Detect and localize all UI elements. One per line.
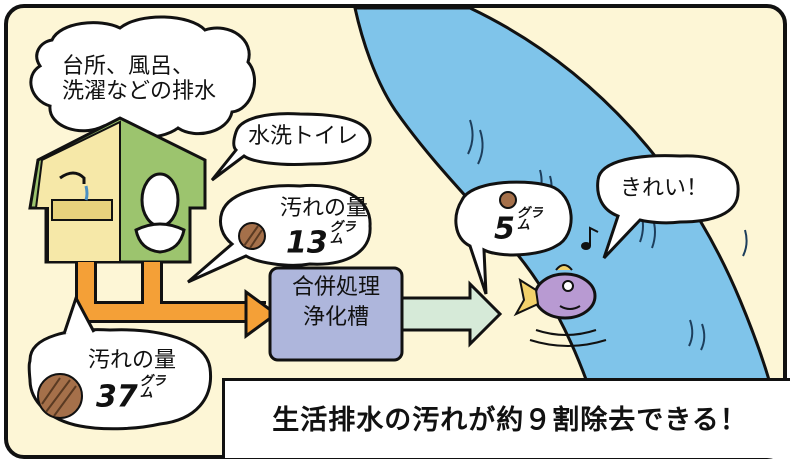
dirt-ball-large <box>37 373 83 419</box>
drain-pipe <box>75 262 279 339</box>
clean-bubble-text: きれい！ <box>620 176 709 201</box>
amount-bubble-small <box>187 183 372 284</box>
septic-tank-label: 合併処理 浄化槽 <box>268 273 404 332</box>
amount-large-number: 37 <box>96 379 138 415</box>
amount-after-unit-bottom: ム <box>516 217 530 233</box>
amount-large-unit-bottom: ム <box>139 385 153 401</box>
amount-small-unit-top: グラ <box>329 220 356 235</box>
tank-line-2: 浄化槽 <box>302 304 369 330</box>
house <box>28 116 207 264</box>
clean-bubble <box>596 154 740 260</box>
summary-text: 生活排水の汚れが約９割除去できる！ <box>272 405 748 436</box>
amount-small-number: 13 <box>286 225 328 261</box>
amount-large-unit-top: グラ <box>139 374 166 389</box>
toilet-bubble <box>210 112 372 182</box>
amount-small-unit-bottom: ム <box>329 231 343 247</box>
toilet-bubble-text: 水洗トイレ <box>248 124 359 149</box>
drainage-bubble-text: 台所、風呂、 洗濯などの排水 <box>62 54 216 105</box>
drainage-line-1: 台所、風呂、 <box>62 54 195 79</box>
amount-after-unit-top: グラ <box>516 206 543 221</box>
outflow-arrow <box>400 280 503 348</box>
tank-line-1: 合併処理 <box>291 275 380 300</box>
dirt-ball-small-hatch <box>243 225 263 249</box>
amount-after-number: 5 <box>494 211 515 247</box>
amount-bubble-after <box>454 180 573 295</box>
dirt-ball-large-hatch <box>41 377 77 417</box>
summary-box <box>222 378 790 458</box>
fish-icon <box>513 264 607 347</box>
dirt-ball-after <box>499 191 517 209</box>
amount-large-label: 汚れの量 <box>88 348 177 373</box>
drainage-line-2: 洗濯などの排水 <box>62 79 217 105</box>
amount-small-label: 汚れの量 <box>280 196 369 221</box>
amount-bubble-large-tail <box>62 294 96 335</box>
music-note-icon <box>581 226 599 250</box>
drainage-bubble <box>29 15 257 139</box>
